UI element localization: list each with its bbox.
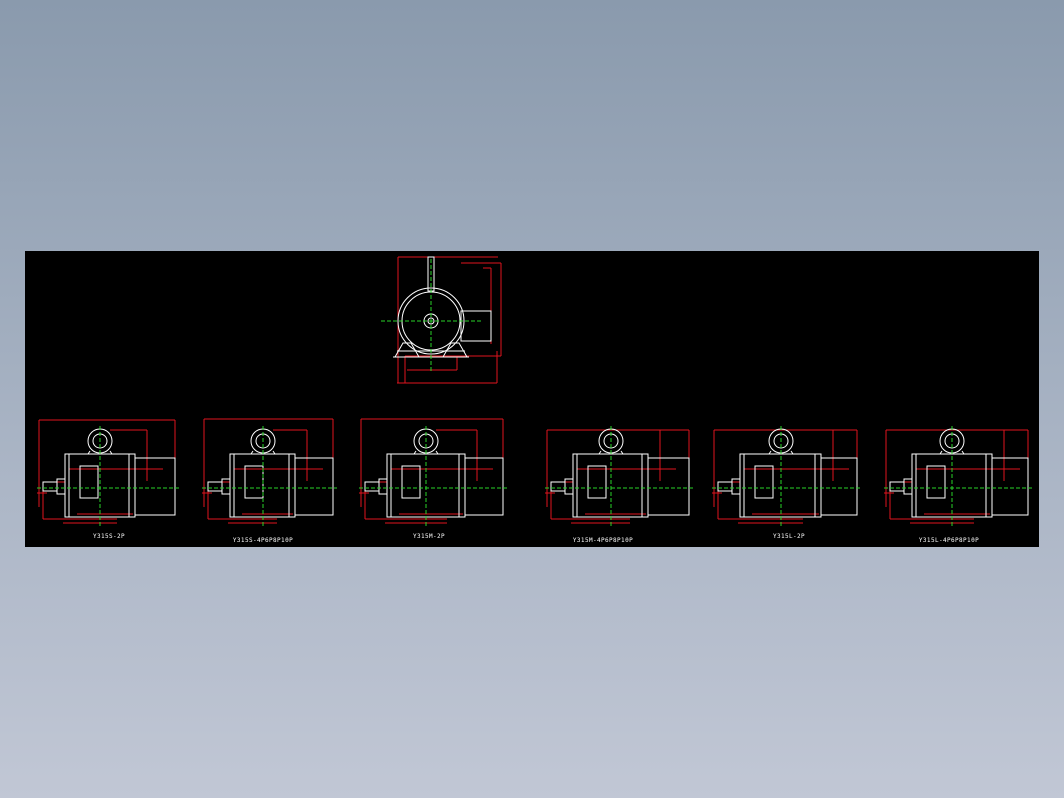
side-view-motor-3 — [359, 418, 507, 527]
view-label: Y315M-4P6P8P10P — [573, 537, 633, 544]
side-view-motor-5 — [712, 426, 861, 527]
side-view-motor-6 — [884, 426, 1032, 527]
side-view-motor-2 — [202, 418, 337, 527]
side-view-motor-1 — [37, 419, 179, 527]
motor-drawing: Y315S-2P Y315S-4P6P8P10P Y315M-2P Y315M-… — [37, 256, 1032, 544]
view-label: Y315S-4P6P8P10P — [233, 537, 293, 544]
view-label: Y315L-2P — [773, 533, 805, 540]
side-views-group — [37, 418, 1032, 527]
view-label: Y315L-4P6P8P10P — [919, 537, 979, 544]
drawing-sheet[interactable]: Y315S-2P Y315S-4P6P8P10P Y315M-2P Y315M-… — [25, 251, 1039, 547]
side-view-motor-4 — [545, 426, 693, 527]
view-label: Y315S-2P — [93, 533, 125, 540]
front-view-motor — [381, 256, 502, 384]
view-label: Y315M-2P — [413, 533, 445, 540]
